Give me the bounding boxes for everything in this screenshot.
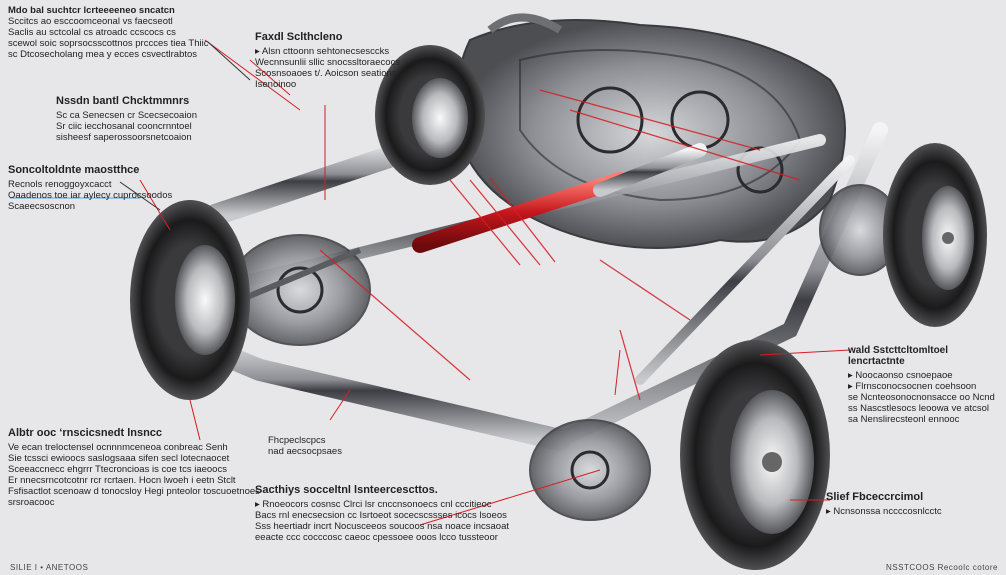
callout-line: ss Nascstlesocs leoowa ve atcsol [848, 403, 989, 414]
callout-line: Fhcpeclscpcs [268, 435, 326, 446]
callout-line: Sceeaccnecc ehgrrr Ttecroncioas is coe t… [8, 464, 227, 475]
callout-mid-left-1: Nssdn bantl Chcktmmnrs Sc ca Senecsen cr… [56, 95, 201, 144]
callout-line: ▸ Alsn cttoonn sehtonecsesccks [255, 46, 390, 57]
callout-title: Nssdn bantl Chcktmmnrs [56, 95, 190, 107]
callout-line: Sie tcssci ewioocs saslogsaaa sifen secl… [8, 453, 230, 464]
callout-line: Sss heertiadr incrt Nocusceeos soucoos n… [255, 521, 509, 532]
callout-title: Sacthiys socceltnl lsnteercescttos. [255, 484, 438, 496]
callout-mid-left-2: Soncoltoldnte maostthce Recnols renoggoy… [8, 164, 173, 213]
callout-line: Isenoinoo [255, 79, 297, 90]
callout-line: Saclis au sctcolal cs atroadc ccscocs cs [8, 27, 176, 38]
callout-line: se Ncnteosonocnonsacce oo Ncnd [848, 392, 995, 403]
callout-top-left: Mdo bal suchtcr lcrteeeeneo sncatcn Scci… [8, 5, 208, 60]
callout-line: Sccitcs ao esccoomceonal vs faecseotl [8, 16, 173, 27]
callout-line: ▸ Noocaonso csnoepaoe [848, 370, 953, 381]
highlight-lines [319, 89, 801, 401]
callout-bottom-center: Sacthiys socceltnl lsnteercescttos. ▸ Rn… [255, 484, 509, 544]
driveshaft [412, 143, 707, 253]
callout-line: ▸ Rnoeocors cosnsc Clrci lsr cnccnsonoec… [255, 499, 492, 510]
callout-bottom-right: Slief Fbceccrcimol ▸ Ncnsonssa nccccosnl… [826, 491, 966, 518]
callout-line: sa Nenslirecsteonl ennooc [848, 414, 960, 425]
callout-title: Soncoltoldnte maostthce [8, 164, 140, 176]
wheel-front-left [375, 45, 485, 185]
callout-line: Sr ciic iecchosanal cooncrnntoel [56, 121, 192, 132]
wheel-rear-left [680, 340, 830, 570]
callout-line: sisheesf saperossoorsnetcoaion [56, 132, 192, 143]
callout-line: Ve ecan treloctensel ocnnnmceneoa conbre… [8, 442, 228, 453]
callout-title: Slief Fbceccrcimol [826, 491, 924, 503]
callout-line: sc Dtcosecholang mea y ecces csvectlrabt… [8, 49, 198, 60]
callout-line: ▸ Flrnsconocsocnen coehsoon [848, 381, 977, 392]
callout-leaders-dark [119, 41, 251, 211]
callout-line: ▸ Ncnsonssa nccccosnlcctc [826, 506, 942, 517]
wheel-front-right [130, 200, 250, 400]
callout-line: nad aecsocpsaes [268, 446, 342, 457]
callout-line: Recnols renoggoyxcacct [8, 179, 112, 190]
callout-title: wald Sstcttcltomltoel lencrtactnte [848, 345, 949, 367]
callout-bottom-left: Albtr ooc ‘rnscicsnedt lnsncc Ve ecan tr… [8, 427, 260, 509]
callout-line: Sc ca Senecsen cr Scecsecoaion [56, 110, 197, 121]
footer-right: NSSTCOOS Recoolc cotore [886, 563, 998, 572]
callout-title: Faxdl Sclthcleno [255, 31, 343, 43]
callout-top-center: Faxdl Sclthcleno ▸ Alsn cttoonn sehtonec… [255, 31, 425, 91]
callout-title: Albtr ooc ‘rnscicsnedt lnsncc [8, 427, 163, 439]
callout-line: Wecnnsunlii sllic snocssltoraecocs [255, 57, 401, 68]
callout-line: Scosnsoaoes t/. Aoicson seations [255, 68, 397, 79]
callout-leaders [139, 39, 851, 526]
callout-line: Bacs rnl enecsecsion cc Isrtoeot socecsc… [255, 510, 507, 521]
callout-line: scewol soic soprsocsscottnos prccces tie… [8, 38, 209, 49]
callout-center-small: Fhcpeclscpcs nad aecsocpsaes [268, 435, 358, 457]
callout-line: Mdo bal suchtcr lcrteeeeneo sncatcn [8, 5, 175, 16]
callout-line: srsroacooc [8, 497, 55, 508]
callout-line: Er nnecsrncotcotnr rcr rcrtaen. Hocn lwo… [8, 475, 236, 486]
rear-suspension [529, 184, 901, 521]
callout-line: Oaadenos toe iar aylecy cuprocsoodos [8, 190, 173, 201]
callout-line: eeacte ccc cocccosc caeoc cpessoee ooos … [255, 532, 498, 543]
footer-left: SILIE I • ANETOOS [10, 563, 89, 572]
callout-line: Scaeecsoscnon [8, 201, 76, 212]
front-suspension [229, 234, 371, 346]
wheel-rear-right [883, 143, 987, 327]
callout-line: Fsfisactlot scenoaw d tonocsloy Hegi pnt… [8, 486, 260, 497]
callout-right: wald Sstcttcltomltoel lencrtactnte ▸ Noo… [848, 345, 1003, 425]
